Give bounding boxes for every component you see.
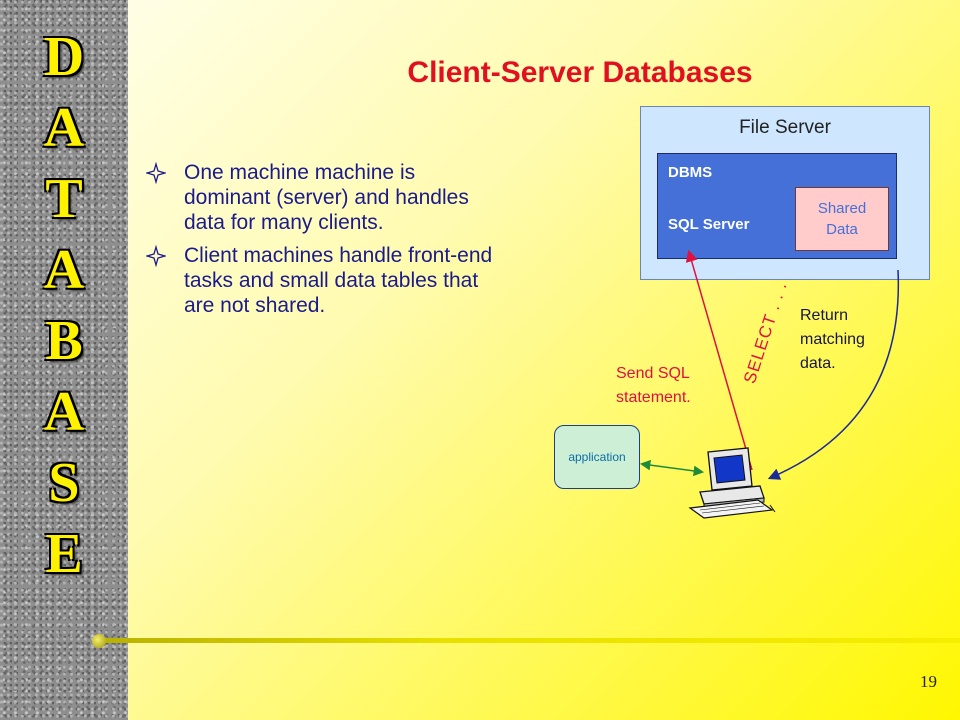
bullet-text: One machine machine is dominant (server)… [184,161,469,234]
application-link-arrow [639,459,705,477]
send-sql-arrow [685,249,753,471]
dbms-label: DBMS [668,164,713,181]
footer-rule-cap [92,634,106,648]
page-number: 19 [920,672,937,691]
slide-title: Client-Server Databases [407,56,753,89]
return-line: data. [800,355,836,372]
file-server-label: File Server [739,117,831,138]
shared-data-label-line2: Data [826,221,858,238]
dbms-box: DBMS SQL Server Shared Data [657,153,897,259]
shared-data-box: Shared Data [795,187,889,251]
star-bullet-icon [146,244,166,268]
return-data-label: Return matching data. [800,304,865,376]
sql-server-label: SQL Server [668,216,750,233]
title-letter: T [45,168,83,230]
star-bullet-icon [146,161,166,185]
title-letter: A [43,239,85,301]
bullet-list: One machine machine is dominant (server)… [146,160,496,326]
return-line: matching [800,331,865,348]
sidebar-texture: D A T A B A S E [0,0,128,720]
file-server-box: File Server DBMS SQL Server Shared Data [640,106,930,280]
title-letter: E [45,523,83,585]
vertical-title-database: D A T A B A S E [22,22,106,590]
send-sql-line: statement. [616,389,691,406]
title-letter: S [48,452,80,514]
title-letter: B [45,310,83,372]
shared-data-label-line1: Shared [817,200,867,217]
send-sql-line: Send SQL [616,365,690,382]
return-line: Return [800,307,849,324]
application-box: application [554,425,640,489]
title-letter: A [43,381,85,443]
title-letter: A [43,97,85,159]
computer-icon [688,447,776,519]
application-label: application [568,450,626,464]
select-statement-label: SELECT . . . [740,279,791,386]
bullet-text: Client machines handle front-end tasks a… [184,244,493,317]
footer-rule [98,638,960,643]
bullet-item: Client machines handle front-end tasks a… [146,243,496,318]
title-letter: D [43,26,85,88]
send-sql-label: Send SQL statement. [616,362,691,410]
bullet-item: One machine machine is dominant (server)… [146,160,496,235]
